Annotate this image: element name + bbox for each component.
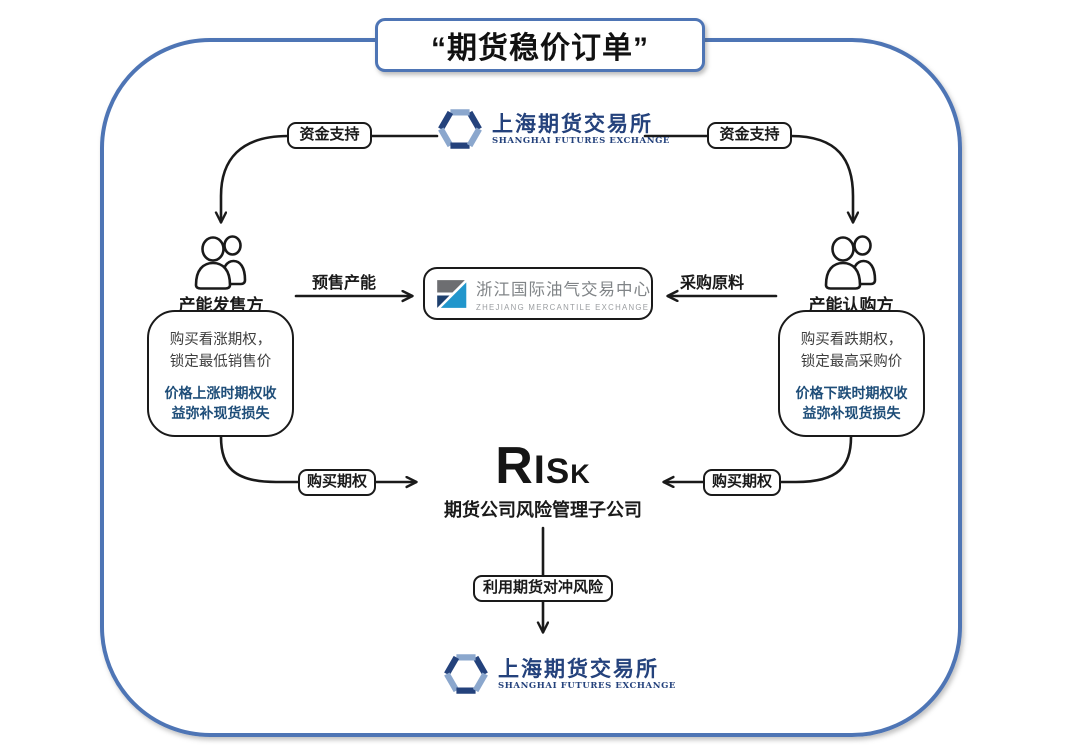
- presell-arrow-label: 预售产能: [311, 275, 376, 292]
- zme-square-icon: [435, 277, 467, 310]
- seller-strategy-text: 购买看涨期权， 锁定最低销售价: [169, 332, 272, 371]
- risk-letter-k: K: [570, 459, 591, 489]
- zme-name-cn: 浙江国际油气交易中心: [476, 280, 651, 299]
- shfe-name-cn: 上海期货交易所: [492, 110, 653, 136]
- funding-label-left: 资金支持: [287, 122, 372, 149]
- risk-letter-r: R: [495, 437, 534, 495]
- arrow-funding-to-seller: [221, 134, 290, 222]
- funding-label-right: 资金支持: [707, 122, 792, 149]
- seller-people-icon: [194, 235, 247, 290]
- shfe-name-en: SHANGHAI FUTURES EXCHANGE: [492, 135, 671, 146]
- shfe-hexagon-icon: [444, 654, 488, 694]
- buyer-strategy-box: 购买看跌期权， 锁定最高采购价 价格下跌时期权收 益弥补现货损失: [778, 310, 925, 437]
- risk-letter-i: I: [533, 448, 546, 492]
- arrow-funding-to-buyer: [789, 134, 853, 222]
- buyer-people-icon: [824, 235, 877, 290]
- arrow-seller-buy-option: [219, 435, 416, 482]
- buyer-strategy-text: 购买看跌期权， 锁定最高采购价: [800, 332, 903, 371]
- shfe-logo-top: 上海期货交易所 SHANGHAI FUTURES EXCHANGE: [437, 106, 670, 152]
- shfe-name-cn: 上海期货交易所: [498, 655, 659, 681]
- diagram-title-text: “期货稳价订单”: [431, 32, 649, 65]
- zme-logo-box: 浙江国际油气交易中心 ZHEJIANG MERCANTILE EXCHANGE: [423, 267, 653, 320]
- risk-subtitle: 期货公司风险管理子公司: [444, 500, 642, 520]
- buy-option-label-left: 购买期权: [298, 469, 376, 496]
- risk-block: RISK 期货公司风险管理子公司: [433, 440, 653, 522]
- risk-wordmark: RISK: [433, 440, 653, 492]
- shfe-hexagon-icon: [438, 109, 482, 149]
- seller-strategy-box: 购买看涨期权， 锁定最低销售价 价格上涨时期权收 益弥补现货损失: [147, 310, 294, 437]
- diagram-title: “期货稳价订单”: [375, 18, 705, 72]
- buy-option-label-right: 购买期权: [703, 469, 781, 496]
- risk-letter-s: S: [545, 452, 571, 491]
- buyer-highlight-text: 价格下跌时期权收 益弥补现货损失: [795, 384, 908, 422]
- seller-highlight-text: 价格上涨时期权收 益弥补现货损失: [164, 384, 277, 422]
- hedge-label: 利用期货对冲风险: [473, 575, 613, 602]
- arrow-buyer-buy-option: [664, 435, 853, 482]
- shfe-logo-bottom: 上海期货交易所 SHANGHAI FUTURES EXCHANGE: [443, 651, 676, 697]
- zme-name-en: ZHEJIANG MERCANTILE EXCHANGE: [476, 302, 650, 312]
- procure-arrow-label: 采购原料: [679, 275, 744, 292]
- shfe-name-en: SHANGHAI FUTURES EXCHANGE: [498, 680, 677, 691]
